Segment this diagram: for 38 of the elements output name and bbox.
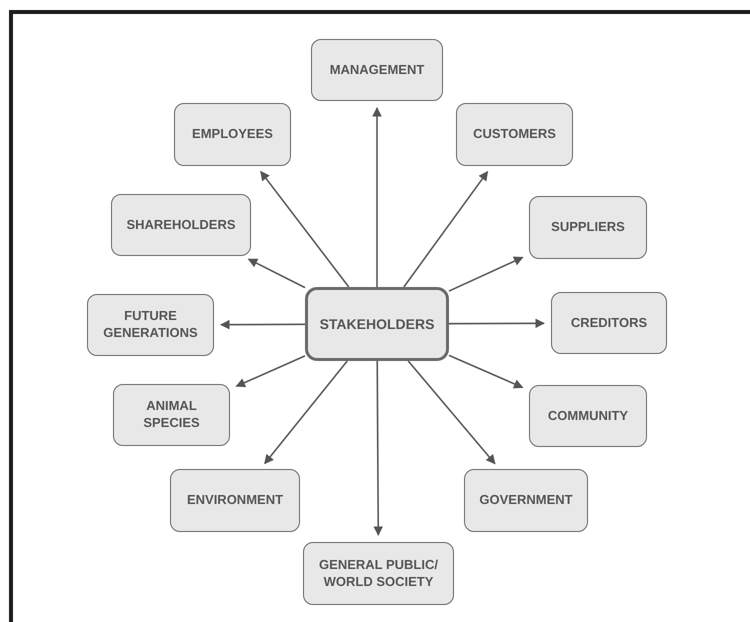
box-label: FUTURE GENERATIONS [102, 308, 199, 342]
stakeholder-box [529, 385, 647, 447]
stakeholder-box [456, 103, 573, 166]
arrow [448, 256, 524, 292]
arrow [448, 354, 524, 388]
box-label: MANAGEMENT [330, 62, 424, 78]
box-label: STAKEHOLDERS [320, 314, 434, 334]
stakeholder-box [303, 542, 454, 605]
stakeholder-box [87, 294, 214, 356]
box-label: COMMUNITY [548, 408, 628, 424]
stakeholder-box [311, 39, 443, 101]
box-label: SHAREHOLDERS [126, 216, 236, 234]
box-label: CREDITORS [570, 314, 648, 332]
box-label: SUPPLIERS [551, 219, 625, 236]
box-label: GOVERNMENT [479, 492, 573, 509]
stakeholder-box [551, 292, 667, 354]
arrow [403, 170, 488, 288]
central-box [305, 287, 449, 361]
stakeholder-box [170, 469, 300, 532]
arrow [264, 360, 348, 464]
arrow [408, 360, 496, 464]
arrow [372, 107, 382, 287]
arrow [236, 355, 306, 388]
stakeholder-box [464, 469, 588, 532]
box-label: ANIMAL SPECIES [142, 398, 201, 432]
box-label: CUSTOMERS [473, 126, 556, 143]
stakeholder-box [111, 194, 251, 256]
arrow [248, 258, 306, 288]
stakeholder-box [174, 103, 291, 166]
arrow [373, 361, 384, 536]
arrow [260, 170, 350, 288]
stakeholder-box [529, 196, 647, 259]
stakeholder-box [113, 384, 230, 446]
box-label: ENVIRONMENT [186, 492, 284, 509]
arrow [449, 318, 545, 328]
arrow [220, 320, 305, 330]
box-label: GENERAL PUBLIC/ WORLD SOCIETY [318, 556, 439, 590]
box-label: EMPLOYEES [192, 126, 273, 143]
